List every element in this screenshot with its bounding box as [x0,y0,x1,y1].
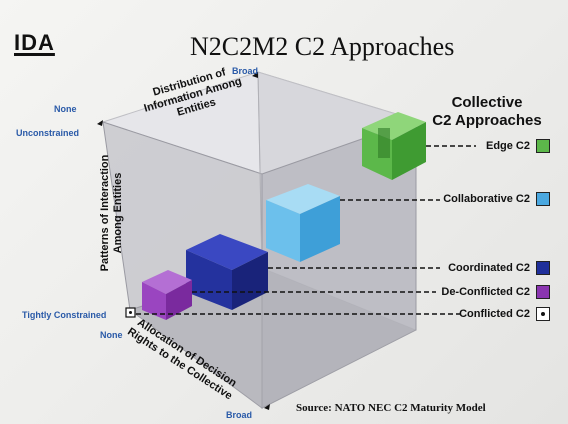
axis-patterns-low: Tightly Constrained [22,310,107,320]
legend-title-line1: Collective [451,94,523,111]
legend-label-coordinated: Coordinated C2 [448,262,530,274]
legend-swatch-edge [536,139,550,153]
axis-allocation-high: Broad [226,410,253,420]
legend-label-collaborative: Collaborative C2 [443,193,530,205]
de-conflicted-c2-box [142,270,192,320]
axis-arrow-top-left [97,120,103,126]
axis-arrow-bottom [264,404,270,410]
collaborative-c2-box [266,184,340,262]
legend-swatch-collaborative [536,192,550,206]
legend-swatch-coordinated [536,261,550,275]
legend-swatch-de-conflicted [536,285,550,299]
ida-logo: IDA [14,30,55,55]
legend-label-edge: Edge C2 [485,140,530,152]
slide-title: N2C2M2 C2 Approaches [190,32,455,61]
axis-distribution-low: None [54,104,77,114]
axis-patterns-label: Patterns of Interaction Among Entities [99,154,124,272]
legend-title-line2: C2 Approaches [432,112,542,129]
cube-floor [130,268,416,408]
legend-label-conflicted: Conflicted C2 [459,308,530,320]
legend-swatch-conflicted [536,307,550,321]
axis-distribution-high: Broad [232,66,259,76]
legend-label-de-conflicted: De-Conflicted C2 [441,286,530,298]
legend-title: Collective C2 Approaches [412,94,562,130]
axis-arrow-top [252,72,258,78]
axis-patterns-high: Unconstrained [16,128,80,138]
source-note: Source: NATO NEC C2 Maturity Model [296,402,486,414]
leader-lines [136,145,476,315]
edge-c2-box [362,112,426,180]
conflicted-dot-icon [541,312,545,316]
axis-allocation-low: None [100,330,123,340]
coordinated-c2-box [186,234,268,310]
